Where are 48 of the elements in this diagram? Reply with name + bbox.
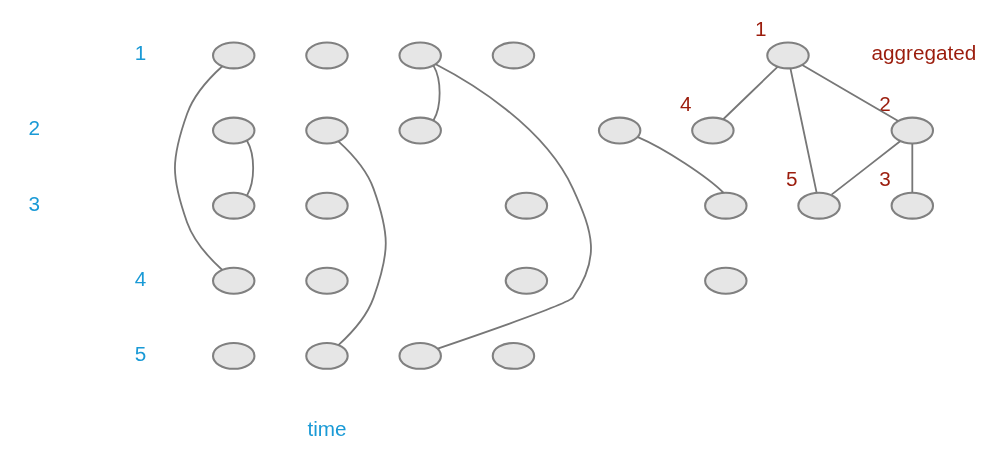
node-ellipse	[597, 116, 642, 145]
node-label: 1	[755, 16, 767, 40]
node-ellipse	[766, 41, 810, 70]
label: 5	[134, 341, 147, 365]
node-ellipse	[691, 116, 735, 145]
connector	[911, 142, 914, 194]
node-ellipse	[491, 341, 536, 370]
node-ellipse	[504, 266, 549, 295]
node-ellipse	[305, 191, 349, 220]
node-ellipse	[491, 41, 536, 70]
node-ellipse	[398, 116, 442, 145]
node-label: 3	[879, 166, 891, 190]
label: time	[307, 416, 347, 440]
node-ellipse	[305, 266, 349, 295]
label: 1	[134, 41, 147, 65]
node-ellipse	[890, 116, 935, 145]
label: 4	[134, 266, 147, 290]
node-label: 5	[786, 166, 798, 190]
node-ellipse	[305, 41, 349, 70]
node-ellipse	[211, 41, 256, 70]
node-ellipse	[398, 41, 442, 70]
label: 2	[28, 116, 41, 140]
connector	[434, 63, 592, 350]
node-label: 4	[679, 91, 692, 115]
connector	[337, 140, 387, 346]
label: aggregated	[871, 41, 977, 65]
node-ellipse	[211, 116, 256, 145]
node-ellipse	[890, 191, 935, 220]
label: 3	[28, 191, 41, 215]
node-ellipse	[704, 266, 748, 295]
connector	[174, 65, 224, 271]
connector	[830, 140, 902, 196]
connector	[637, 136, 725, 194]
node-ellipse	[305, 341, 349, 370]
node-label: 2	[879, 91, 891, 115]
connector	[246, 139, 255, 197]
node-ellipse	[211, 266, 256, 295]
connector	[432, 64, 441, 122]
node-ellipse	[211, 341, 256, 370]
node-ellipse	[504, 191, 549, 220]
node-ellipse	[704, 191, 748, 220]
node-ellipse	[398, 341, 442, 370]
node-ellipse	[797, 191, 841, 220]
node-ellipse	[305, 116, 349, 145]
connector	[722, 65, 779, 121]
connector	[789, 67, 818, 194]
connector	[801, 64, 900, 122]
node-ellipse	[211, 191, 256, 220]
